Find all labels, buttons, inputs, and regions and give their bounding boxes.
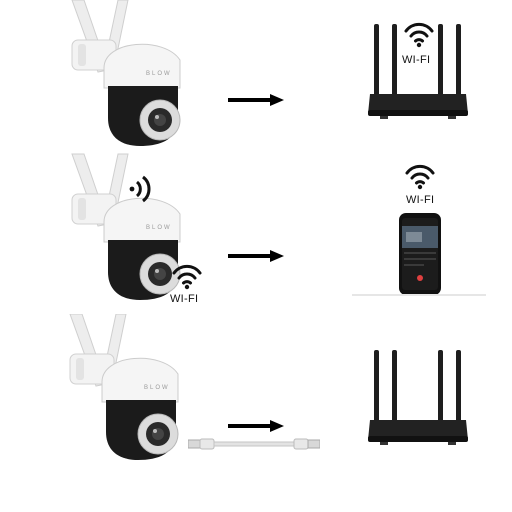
row-lan-cable-mode bbox=[0, 310, 512, 512]
camera-icon bbox=[71, 0, 181, 147]
signal-waves-icon bbox=[129, 175, 151, 203]
ethernet-cable-icon bbox=[188, 438, 320, 450]
camera-label: WI-FI bbox=[170, 293, 199, 305]
smartphone-icon bbox=[399, 213, 441, 295]
arrow-right-icon bbox=[228, 94, 284, 106]
target-label: WI-FI bbox=[402, 54, 431, 66]
row-direct-ap-mode: WI-FI WI-FI bbox=[0, 140, 512, 310]
arrow-right-icon bbox=[228, 420, 284, 432]
row-router-mode: WI-FI bbox=[0, 0, 512, 150]
camera-icon bbox=[71, 153, 181, 301]
wifi-icon bbox=[172, 264, 202, 290]
arrow-right-icon bbox=[228, 250, 284, 262]
camera-icon bbox=[69, 314, 179, 461]
phone-shadow bbox=[352, 294, 486, 296]
wifi-icon bbox=[405, 164, 435, 190]
router-icon bbox=[368, 350, 468, 445]
router-icon bbox=[368, 24, 468, 119]
target-label: WI-FI bbox=[406, 194, 435, 206]
